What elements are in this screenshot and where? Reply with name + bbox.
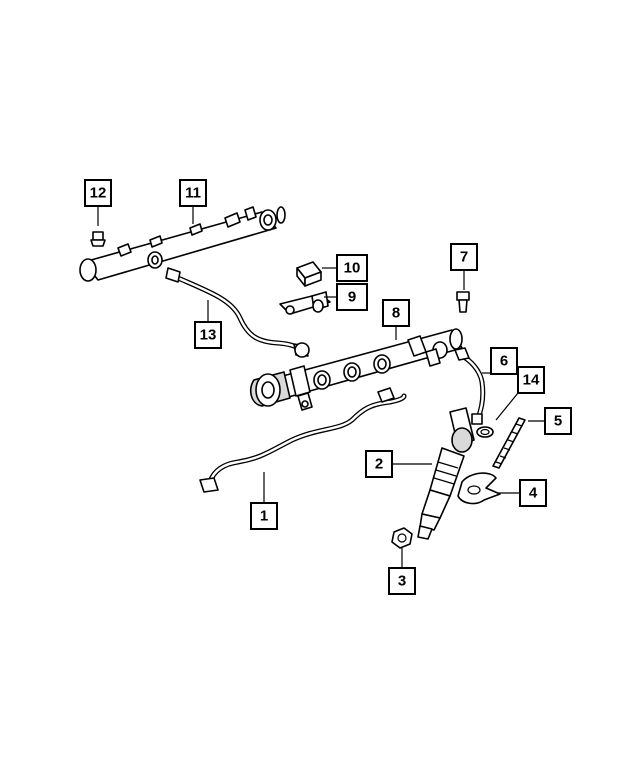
callout-12: 12 — [84, 179, 112, 207]
injector-nut[interactable] — [391, 527, 413, 549]
callout-13: 13 — [194, 321, 222, 349]
callout-14: 14 — [517, 366, 545, 394]
callout-label: 6 — [500, 353, 508, 370]
callout-label: 7 — [460, 249, 468, 266]
callout-10: 10 — [336, 254, 368, 282]
callout-11: 11 — [179, 179, 207, 207]
callout-6: 6 — [490, 347, 518, 375]
callout-label: 8 — [392, 305, 400, 322]
callout-3: 3 — [388, 567, 416, 595]
bolt-7[interactable] — [456, 291, 470, 313]
callout-label: 4 — [529, 485, 538, 502]
callout-label: 14 — [523, 372, 540, 389]
callout-label: 11 — [185, 185, 201, 202]
callout-4: 4 — [519, 479, 547, 507]
injector-stud[interactable] — [492, 417, 526, 469]
injector-fuel-line[interactable] — [454, 347, 486, 425]
callout-label: 1 — [260, 508, 268, 525]
callout-label: 12 — [90, 185, 107, 202]
line-bracket[interactable] — [279, 291, 331, 315]
callout-9: 9 — [336, 283, 368, 311]
upper-fuel-line[interactable] — [165, 267, 310, 358]
callout-5: 5 — [544, 407, 572, 435]
lower-fuel-line[interactable] — [199, 387, 407, 493]
callout-8: 8 — [382, 299, 410, 327]
leader-lines — [97, 206, 545, 568]
fuel-injector[interactable] — [417, 407, 475, 540]
callout-1: 1 — [250, 502, 278, 530]
callout-label: 2 — [375, 456, 383, 473]
callout-label: 5 — [554, 413, 562, 430]
line-clip[interactable] — [296, 261, 322, 287]
rail-bolt[interactable] — [90, 231, 106, 247]
callout-label: 3 — [398, 573, 406, 590]
callout-2: 2 — [365, 450, 393, 478]
callout-label: 9 — [348, 289, 356, 306]
seal-ring[interactable] — [476, 426, 494, 438]
callout-7: 7 — [450, 243, 478, 271]
upper-fuel-rail[interactable] — [79, 206, 286, 282]
injector-clamp[interactable] — [457, 472, 501, 505]
callout-label: 10 — [344, 260, 361, 277]
callout-label: 13 — [200, 327, 217, 344]
lower-fuel-rail[interactable] — [249, 328, 463, 411]
